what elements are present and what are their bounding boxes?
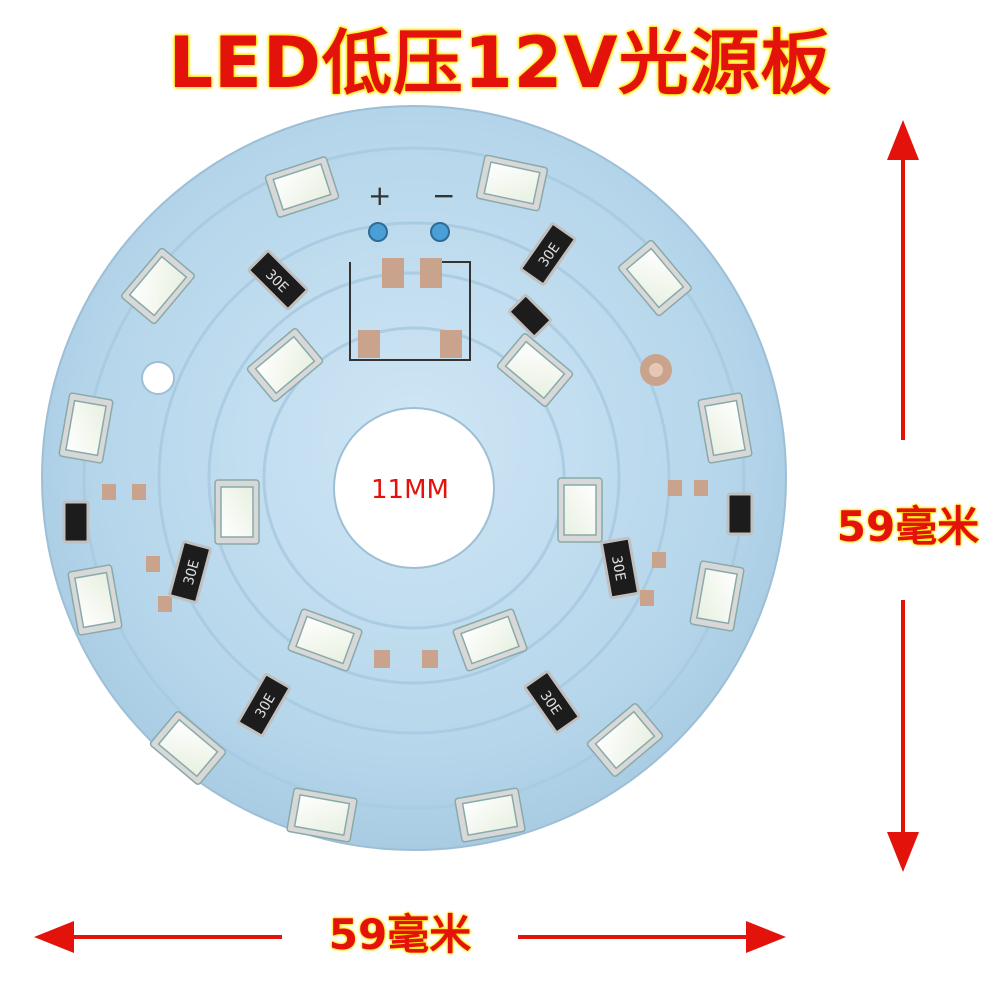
mounting-hole [141,361,175,395]
led-chip [689,560,745,632]
positive-via [368,222,388,242]
led-chip [452,608,528,672]
solder-pads [102,480,708,668]
height-dimension-label: 59毫米 [836,502,980,551]
width-dimension-label: 59毫米 [328,910,472,959]
positive-sign: + [368,179,391,212]
resistor [726,492,754,536]
horizontal-dimension-arrow [34,921,786,953]
led-chip [121,247,195,325]
product-title: LED低压12V光源板 [168,22,832,104]
resistor [62,500,90,544]
led-chip [586,703,664,777]
negative-sign: − [432,179,455,212]
led-chip [454,787,526,843]
connector-outline [349,261,471,361]
led-chip [287,608,363,672]
resistor: 3OE [247,249,309,311]
led-chip [618,239,692,317]
led-chip [67,564,123,636]
resistors: 3OE 3OE 3OE 3OE 3OE 3OE [62,222,754,738]
resistor: 3OE [168,540,212,604]
resistor: 3OE [600,536,640,600]
resistor: 3OE [523,670,581,734]
led-chip [475,154,549,212]
resistor: 3OE [237,672,291,738]
led-chip [246,328,324,402]
led-chips [58,154,753,843]
led-chip [697,392,753,464]
negative-via [430,222,450,242]
svg-text:3OE: 3OE [608,555,628,583]
led-chip [149,711,227,785]
led-chip [214,479,260,545]
led-chip [557,477,603,543]
svg-text:3OE: 3OE [181,558,203,587]
resistor [508,294,552,338]
led-chip [496,333,574,407]
vertical-dimension-arrow [887,120,919,872]
led-chip [286,787,358,843]
led-chip [264,156,340,218]
center-hole [333,407,495,569]
pcb-traces [82,146,746,810]
hole-diameter-label: 11MM [371,475,449,505]
resistor: 3OE [519,222,577,286]
led-chip [58,392,114,464]
